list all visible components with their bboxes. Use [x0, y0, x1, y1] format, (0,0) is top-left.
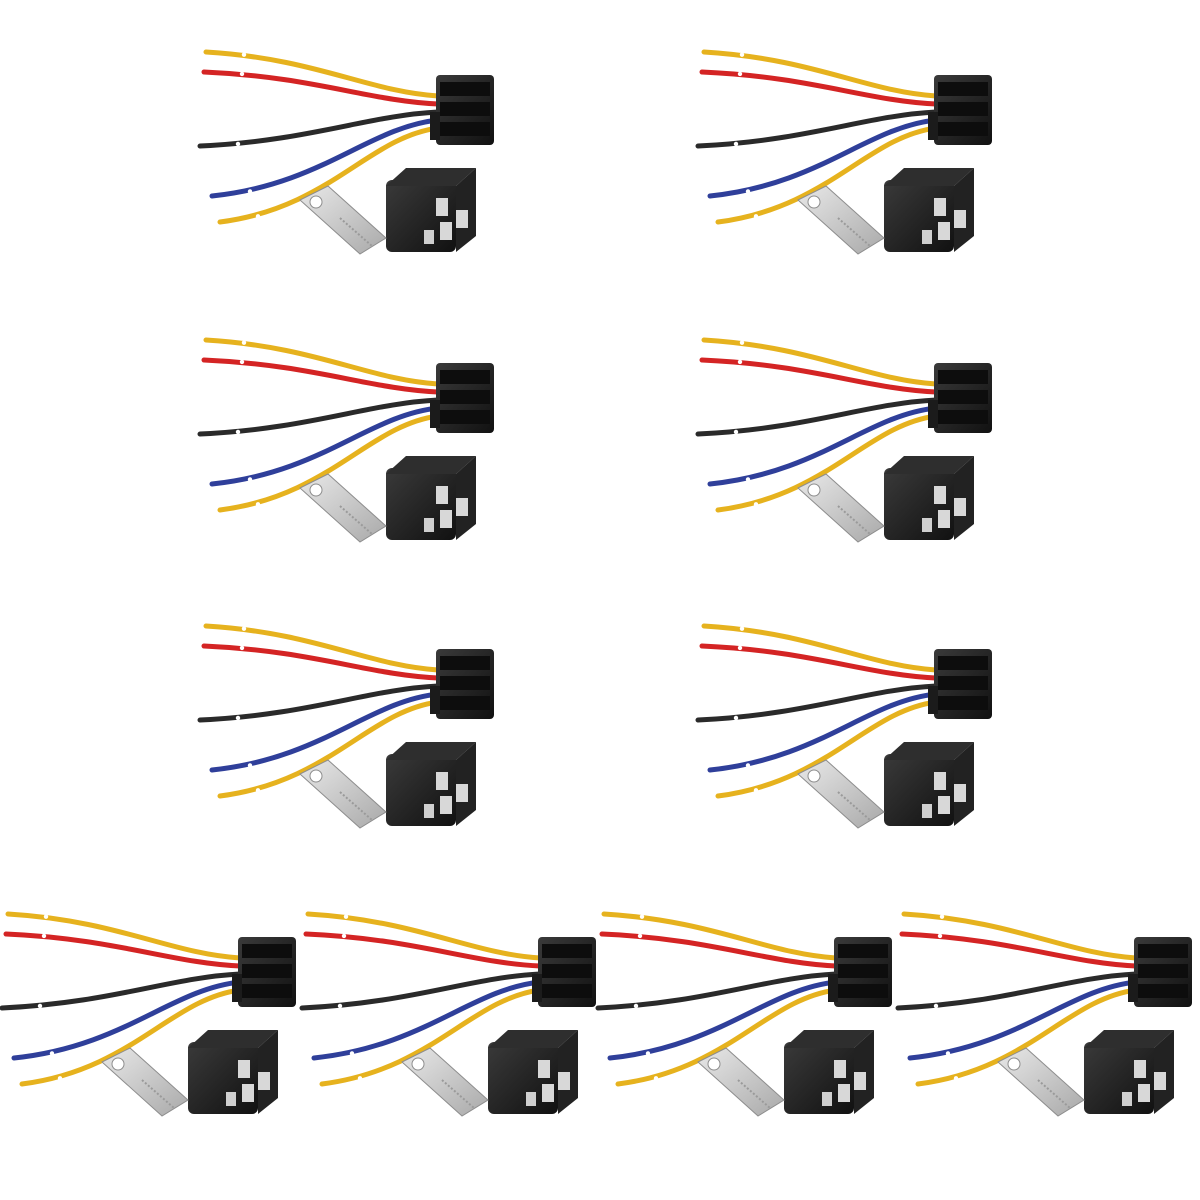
relay-kit-5 — [200, 626, 494, 828]
relay-kit-1 — [200, 52, 494, 254]
relay-kit-7 — [2, 914, 296, 1116]
relay-kit-3 — [200, 340, 494, 542]
relay-kit-6 — [698, 626, 992, 828]
relay-kit-9 — [598, 914, 892, 1116]
relay-kit-8 — [302, 914, 596, 1116]
relay-kit-10 — [898, 914, 1192, 1116]
relay-kit-4 — [698, 340, 992, 542]
relay-kit-2 — [698, 52, 992, 254]
